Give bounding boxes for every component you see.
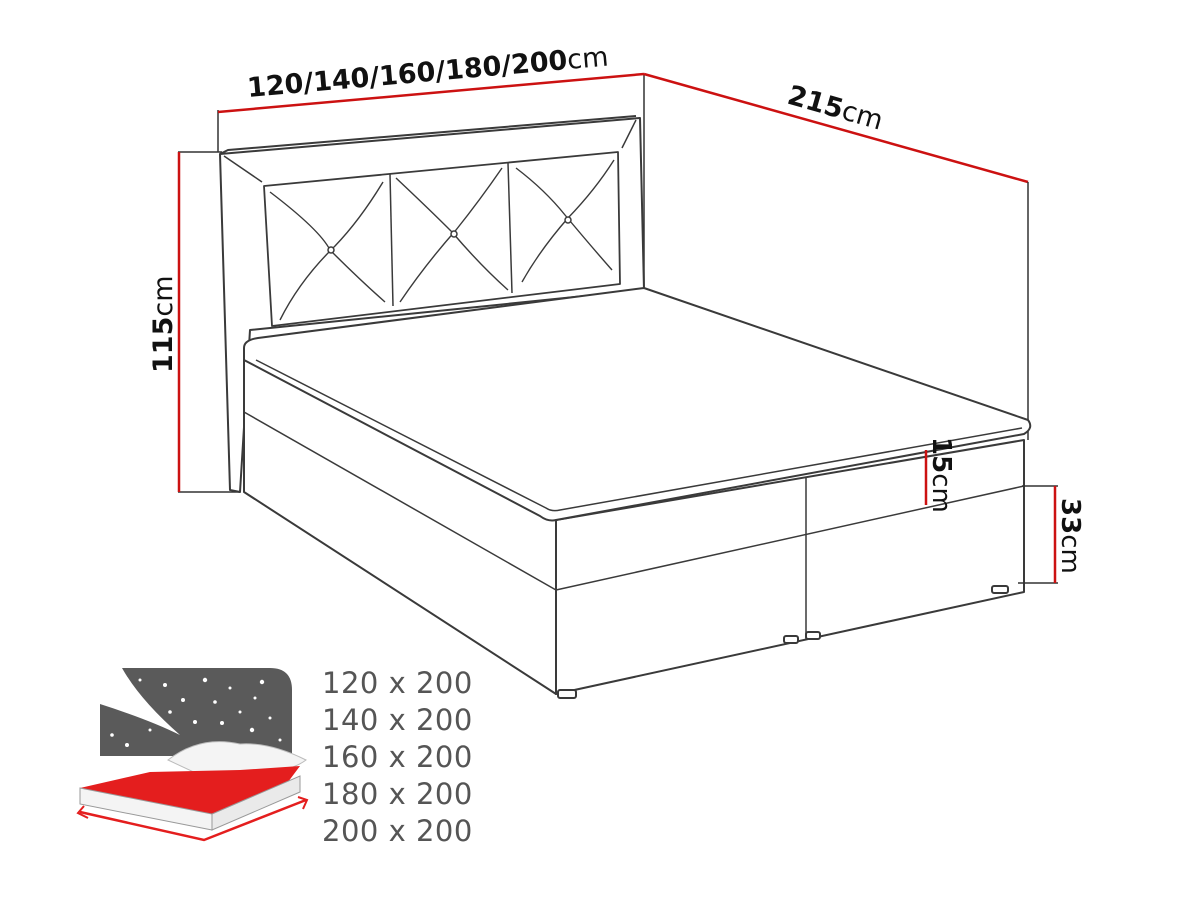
bed-foot [991,585,1009,594]
size-arrow-icon [79,798,307,842]
bed-base-front [555,439,1025,695]
topper-height-dimension: 15cm [924,437,956,513]
tuft-button [564,216,572,224]
size-option: 180 x 200 [322,777,473,811]
tuft-button [450,230,458,238]
stars-icon [110,677,282,747]
base-height-label: 33cm [1055,498,1085,574]
mattress-topper [243,287,1032,522]
tuft-button [327,246,335,254]
size-option: 160 x 200 [322,740,473,774]
size-option: 120 x 200 [322,666,473,700]
night-sky-icon [100,668,292,756]
headboard-panel [263,151,621,327]
bed-foot [557,689,577,699]
headboard-height-label: 115cm [148,275,179,373]
bed-illustration [219,115,1032,699]
width-label: 120/140/160/180/200cm [246,42,610,104]
mattress-size-icon [76,668,309,842]
size-options-list: 120 x 200 140 x 200 160 x 200 180 x 200 … [322,665,473,850]
bed-foot [805,631,821,640]
size-option: 140 x 200 [322,703,473,737]
size-option: 200 x 200 [322,814,473,848]
bed-foot [783,635,799,644]
topper-height-label: 15cm [926,437,956,513]
base-height-dimension: 33cm [1018,485,1085,584]
headboard-height-dimension: 115cm [148,151,240,493]
